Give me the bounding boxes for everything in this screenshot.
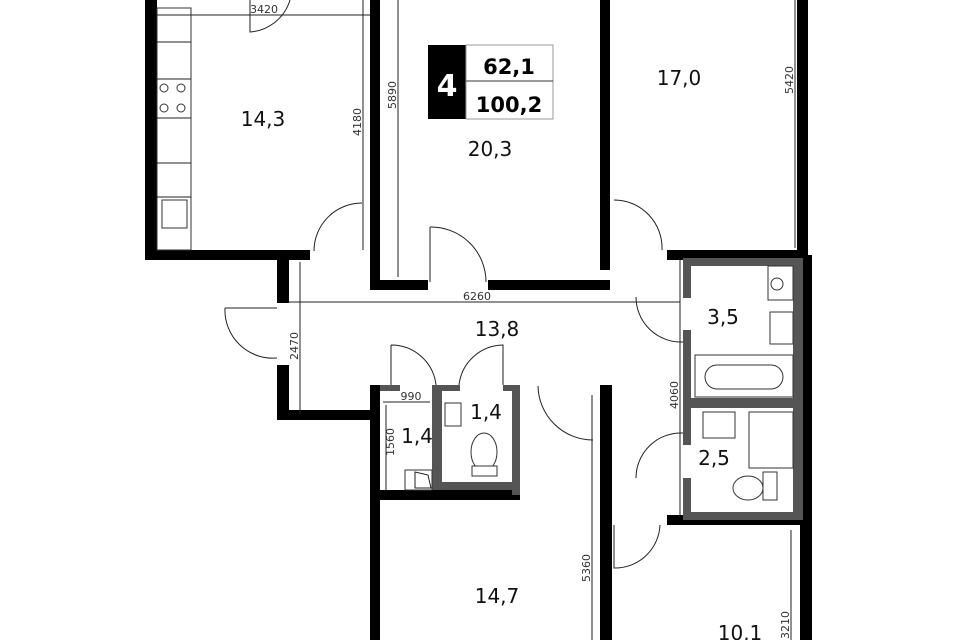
room-bedroom-1-area: 17,0 bbox=[657, 66, 702, 90]
dim-4180: 4180 bbox=[351, 108, 364, 136]
dim-5360: 5360 bbox=[580, 554, 593, 582]
dim-5420: 5420 bbox=[783, 66, 796, 94]
doors bbox=[224, 0, 684, 569]
room-areas: 14,3 20,3 17,0 13,8 3,5 1,4 1,4 2,5 14,7… bbox=[241, 66, 763, 640]
room-shower-area: 2,5 bbox=[698, 446, 730, 470]
dimension-labels: 3420 4180 5890 5420 6260 2470 990 1560 4… bbox=[250, 3, 796, 639]
dim-3420: 3420 bbox=[250, 3, 278, 16]
area-badge: 4 62,1 100,2 bbox=[428, 44, 554, 120]
dim-6260: 6260 bbox=[463, 290, 491, 303]
dim-4060: 4060 bbox=[668, 381, 681, 409]
dimension-lines bbox=[157, 0, 796, 640]
dim-3210: 3210 bbox=[779, 611, 792, 639]
living-area: 62,1 bbox=[483, 55, 535, 79]
dim-5890: 5890 bbox=[386, 81, 399, 109]
room-kitchen-area: 14,3 bbox=[241, 107, 286, 131]
room-count: 4 bbox=[437, 69, 458, 104]
room-closet-area: 1,4 bbox=[401, 424, 433, 448]
room-bedroom-3-area: 10,1 bbox=[718, 621, 763, 640]
room-bedroom-2-area: 14,7 bbox=[475, 584, 520, 608]
room-living-area: 20,3 bbox=[468, 137, 513, 161]
total-area: 100,2 bbox=[476, 93, 542, 117]
wet-walls bbox=[380, 258, 803, 520]
dim-990: 990 bbox=[401, 390, 422, 403]
fixtures bbox=[156, 7, 794, 501]
dim-1560: 1560 bbox=[384, 428, 397, 456]
room-hall-area: 13,8 bbox=[475, 317, 520, 341]
dim-2470: 2470 bbox=[288, 332, 301, 360]
room-toilet-area: 1,4 bbox=[470, 400, 502, 424]
room-bathroom-area: 3,5 bbox=[707, 305, 739, 329]
